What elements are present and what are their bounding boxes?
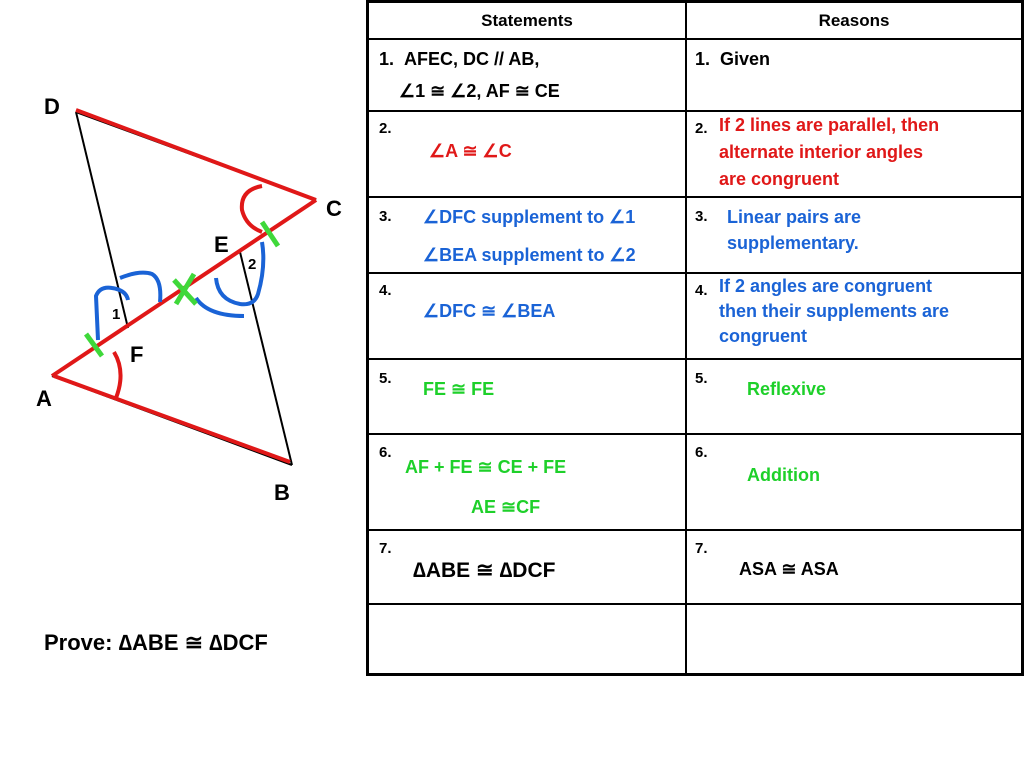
vertex-label-C: C xyxy=(326,196,342,221)
reason-2-line3: are congruent xyxy=(719,169,840,189)
reason-2-number: 2. xyxy=(695,120,708,137)
reason-4-number: 4. xyxy=(695,282,708,299)
segment-AB xyxy=(53,374,291,464)
statement-3-line1: ∠DFC supplement to ∠1 xyxy=(423,207,636,227)
tick-AF xyxy=(83,332,105,358)
angle-arc-C xyxy=(239,184,263,234)
vertex-label-D: D xyxy=(44,94,60,119)
reason-6: Addition xyxy=(747,465,820,485)
row-divider xyxy=(369,358,1021,360)
tick-FE-2 xyxy=(173,272,197,306)
statement-3-line2: ∠BEA supplement to ∠2 xyxy=(423,245,636,265)
statement-2: ∠A ≅ ∠C xyxy=(429,141,512,161)
tick-CE xyxy=(259,220,281,248)
reason-2-line1: If 2 lines are parallel, then xyxy=(719,115,940,135)
reason-4-line1: If 2 angles are congruent xyxy=(719,276,933,296)
row-divider xyxy=(369,196,1021,198)
angle-arc-DFC-outer xyxy=(93,285,130,341)
header-reasons: Reasons xyxy=(818,11,890,30)
reason-4-line3: congruent xyxy=(719,326,807,346)
reason-4-line2: then their supplements are xyxy=(719,301,950,321)
row-divider xyxy=(369,272,1021,274)
reason-3-line2: supplementary. xyxy=(727,233,859,253)
header-statements: Statements xyxy=(481,11,573,30)
statement-5-number: 5. xyxy=(379,370,392,387)
angle-arc-DFC-inner xyxy=(119,270,163,303)
statement-4: ∠DFC ≅ ∠BEA xyxy=(423,301,556,321)
vertex-label-B: B xyxy=(274,480,290,505)
vertex-label-E: E xyxy=(214,232,229,257)
reason-5: Reflexive xyxy=(747,379,827,399)
reason-7: ASA ≅ ASA xyxy=(739,559,839,579)
vertex-label-A: A xyxy=(36,386,52,411)
prove-statement: Prove: ∆ABE ≅ ∆DCF xyxy=(44,630,268,655)
reason-1: 1. Given xyxy=(695,49,771,69)
statement-1-line1: 1. AFEC, DC // AB, xyxy=(379,49,540,69)
segment-DC xyxy=(75,108,317,202)
statement-7-number: 7. xyxy=(379,540,392,557)
column-divider xyxy=(685,3,687,673)
statement-2-number: 2. xyxy=(379,120,392,137)
segment-EB xyxy=(239,251,293,466)
statement-6-number: 6. xyxy=(379,444,392,461)
statement-6-line2: AE ≅CF xyxy=(471,497,541,517)
row-divider xyxy=(369,433,1021,435)
statement-1-line2: ∠1 ≅ ∠2, AF ≅ CE xyxy=(399,81,560,101)
statement-5: FE ≅ FE xyxy=(423,379,495,399)
reason-7-number: 7. xyxy=(695,540,708,557)
angle-arc-A xyxy=(112,350,123,399)
row-divider xyxy=(369,529,1021,531)
reason-2-line2: alternate interior angles xyxy=(719,142,924,162)
statement-3-number: 3. xyxy=(379,208,392,225)
geometry-diagram xyxy=(50,108,318,466)
statement-4-number: 4. xyxy=(379,282,392,299)
reason-3-line1: Linear pairs are xyxy=(727,207,862,227)
row-divider xyxy=(369,38,1021,40)
angle-arc-BEA-outer xyxy=(194,296,245,318)
reason-3-number: 3. xyxy=(695,208,708,225)
row-divider xyxy=(369,110,1021,112)
proof-table: Statements Reasons 1. AFEC, DC // AB, ∠1… xyxy=(366,0,1024,676)
segment-DF xyxy=(75,111,129,329)
reason-6-number: 6. xyxy=(695,444,708,461)
statement-6-line1: AF + FE ≅ CE + FE xyxy=(405,457,567,477)
angle-label-2: 2 xyxy=(248,256,257,273)
angle-arc-BEA-inner xyxy=(214,241,266,307)
row-divider xyxy=(369,603,1021,605)
reason-5-number: 5. xyxy=(695,370,708,387)
vertex-label-F: F xyxy=(130,342,144,367)
statement-7: ∆ABE ≅ ∆DCF xyxy=(413,559,556,582)
angle-label-1: 1 xyxy=(112,306,121,323)
